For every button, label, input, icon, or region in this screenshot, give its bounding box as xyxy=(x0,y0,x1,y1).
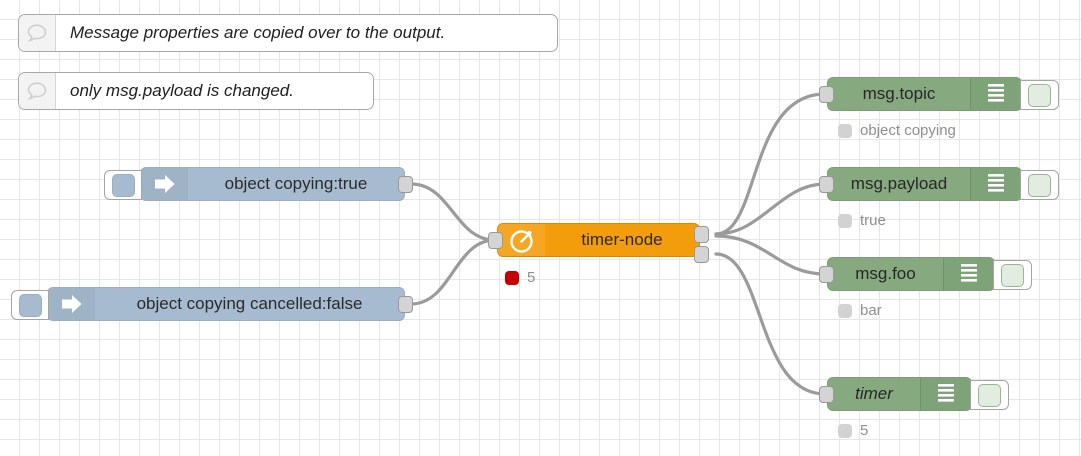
debug-input-port[interactable] xyxy=(819,86,834,103)
status-dot xyxy=(838,123,852,138)
comment-bubble-icon xyxy=(19,15,56,51)
wire-timer-to-debug-payload xyxy=(714,182,827,236)
comment-text: only msg.payload is changed. xyxy=(70,81,294,100)
debug-toggle-button[interactable] xyxy=(970,380,1009,410)
debug-button-inner xyxy=(1001,263,1024,287)
debug-input-port[interactable] xyxy=(819,176,834,193)
inject-output-port[interactable] xyxy=(398,296,413,313)
wire-timer-to-debug-topic xyxy=(714,92,827,236)
debug-lines-icon xyxy=(943,258,994,290)
debug-button-inner xyxy=(1028,173,1051,197)
inject-button-inner xyxy=(111,173,135,197)
inject-node-object-copying-true[interactable]: object copying:true xyxy=(104,167,413,201)
status-text: true xyxy=(860,212,886,229)
debug-toggle-button[interactable] xyxy=(993,260,1032,290)
debug-node-msg-payload[interactable]: msg.payload xyxy=(819,167,1059,201)
inject-trigger-button[interactable] xyxy=(104,170,142,200)
debug-node-timer[interactable]: timer xyxy=(819,377,1009,411)
debug-lines-icon xyxy=(920,378,971,410)
wire-timer-to-debug-timer xyxy=(714,252,827,396)
debug-toggle-button[interactable] xyxy=(1020,170,1059,200)
comment-bubble-icon xyxy=(19,73,56,109)
debug-node-msg-topic[interactable]: msg.topic xyxy=(819,77,1059,111)
inject-arrow-icon xyxy=(48,288,95,320)
timer-output-port-2[interactable] xyxy=(694,246,709,263)
status-dot xyxy=(838,213,852,228)
comment-text: Message properties are copied over to th… xyxy=(70,23,446,42)
stopwatch-icon xyxy=(498,224,545,256)
debug-node-status: bar xyxy=(838,302,882,319)
timer-node-label: timer-node xyxy=(581,230,663,249)
inject-trigger-button[interactable] xyxy=(11,290,49,320)
comment-node[interactable]: only msg.payload is changed. xyxy=(18,72,374,110)
timer-node-status: 5 xyxy=(505,269,535,286)
debug-input-port[interactable] xyxy=(819,266,834,283)
debug-node-status: object copying xyxy=(838,122,956,139)
inject-output-port[interactable] xyxy=(398,176,413,193)
status-dot xyxy=(505,270,519,285)
wire-inject1-to-timer xyxy=(409,182,497,242)
inject-node-label: object copying:true xyxy=(224,174,368,193)
status-dot xyxy=(838,303,852,318)
status-text: 5 xyxy=(860,422,869,439)
inject-node-label: object copying cancelled:false xyxy=(136,294,363,313)
debug-lines-icon xyxy=(970,168,1021,200)
wire-timer-to-debug-foo xyxy=(714,234,827,276)
debug-node-label: msg.foo xyxy=(855,264,916,283)
debug-lines-icon xyxy=(970,78,1021,110)
debug-node-status: 5 xyxy=(838,422,868,439)
debug-button-inner xyxy=(978,383,1001,407)
timer-input-port[interactable] xyxy=(488,232,503,249)
debug-toggle-button[interactable] xyxy=(1020,80,1059,110)
debug-node-label: msg.topic xyxy=(862,84,936,103)
inject-button-inner xyxy=(18,293,42,317)
status-text: bar xyxy=(860,302,882,319)
debug-input-port[interactable] xyxy=(819,386,834,403)
timer-node[interactable]: timer-node xyxy=(488,223,709,263)
comment-node[interactable]: Message properties are copied over to th… xyxy=(18,14,558,52)
status-text: object copying xyxy=(860,122,956,139)
wire-inject2-to-timer xyxy=(409,238,497,306)
debug-node-msg-foo[interactable]: msg.foo xyxy=(819,257,1032,291)
debug-node-status: true xyxy=(838,212,886,229)
status-dot xyxy=(838,423,852,438)
inject-node-object-copying-cancelled-false[interactable]: object copying cancelled:false xyxy=(11,287,413,321)
debug-node-label: timer xyxy=(855,384,893,403)
timer-output-port-1[interactable] xyxy=(694,226,709,243)
debug-button-inner xyxy=(1028,83,1051,107)
debug-node-label: msg.payload xyxy=(850,174,948,193)
status-text: 5 xyxy=(527,269,536,286)
inject-arrow-icon xyxy=(141,168,188,200)
